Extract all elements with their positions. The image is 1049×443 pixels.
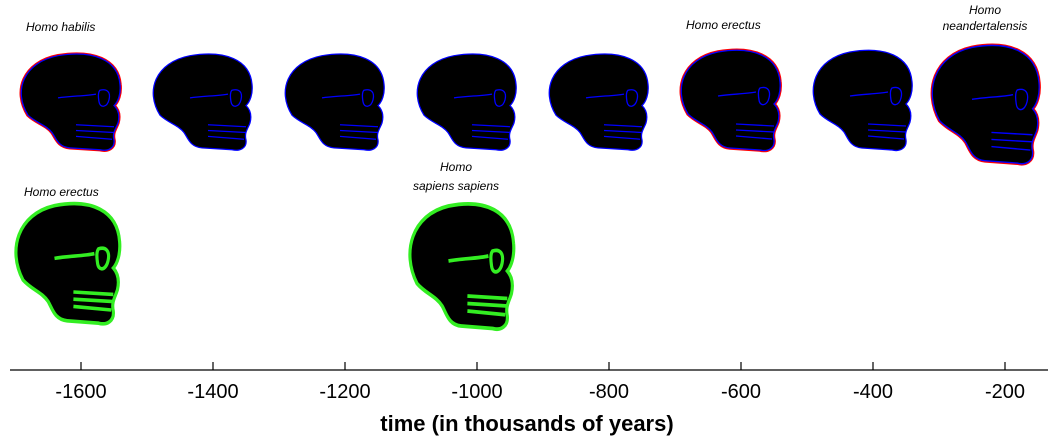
skull-intermediate-2	[284, 53, 385, 151]
tick-label: -1200	[319, 381, 370, 403]
skull-intermediate-3	[416, 53, 517, 151]
skull-neandertalensis	[930, 43, 1042, 166]
tick-label: -400	[853, 381, 893, 403]
time-axis-ticks	[80, 362, 1006, 370]
tick-label: -600	[721, 381, 761, 403]
tick-label: -1000	[451, 381, 502, 403]
tick-label: -1600	[55, 381, 106, 403]
label-homo-neandertalensis-line1: Homo	[969, 3, 1001, 17]
label-homo-neandertalensis-line2: neandertalensis	[943, 19, 1028, 33]
tick-label: -800	[589, 381, 629, 403]
time-axis-title: time (in thousands of years)	[380, 411, 673, 436]
skull-erectus-top	[679, 48, 782, 153]
label-homo-erectus-bottom: Homo erectus	[24, 185, 99, 199]
label-homo-sapiens-line2: sapiens sapiens	[413, 179, 499, 193]
skull-intermediate-5	[812, 49, 913, 152]
label-homo-erectus-top: Homo erectus	[686, 18, 761, 32]
skull-intermediate-4	[548, 53, 649, 151]
skull-erectus-bottom	[14, 201, 122, 326]
label-homo-sapiens-line1: Homo	[440, 160, 472, 174]
skull-sapiens-sapiens	[408, 202, 516, 332]
tick-label: -1400	[187, 381, 238, 403]
tick-label: -200	[985, 381, 1025, 403]
skull-habilis	[19, 52, 122, 152]
time-axis-tick-labels: -1600 -1400 -1200 -1000 -800 -600 -400 -…	[55, 381, 1025, 403]
skull-intermediate-1	[152, 53, 253, 151]
label-homo-habilis: Homo habilis	[26, 20, 95, 34]
